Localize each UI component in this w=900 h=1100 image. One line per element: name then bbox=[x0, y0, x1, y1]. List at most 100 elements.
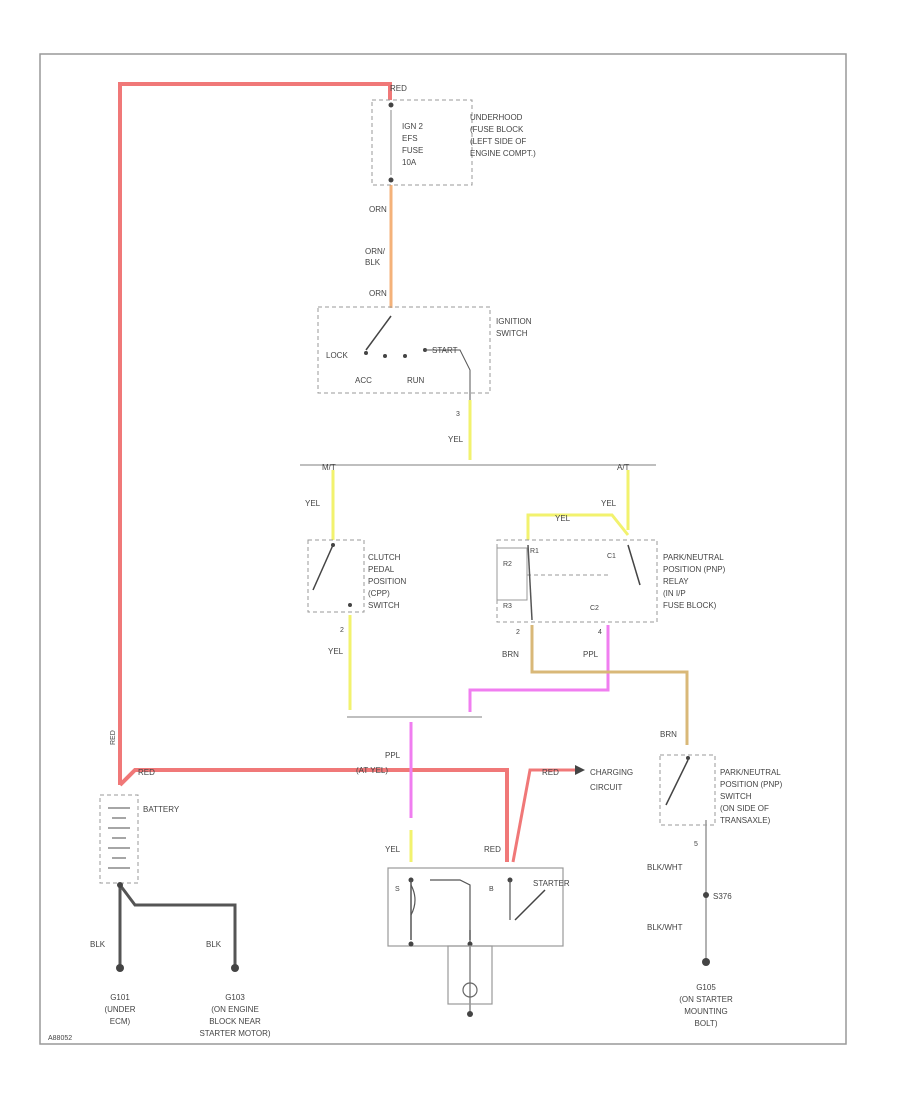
fuse-name-4: 10A bbox=[402, 158, 417, 167]
starter-pin-b: B bbox=[489, 886, 494, 893]
starter-motor-box bbox=[447, 945, 493, 1005]
ignition-switch-box bbox=[317, 306, 491, 394]
charging-title-2: CIRCUIT bbox=[590, 783, 623, 792]
ignition-pos-start: START bbox=[432, 346, 458, 355]
pnp-relay-pin-r2: R2 bbox=[503, 561, 512, 568]
g103-label-3: BLOCK NEAR bbox=[209, 1017, 261, 1026]
ground-g103 bbox=[231, 964, 239, 972]
pnp-relay-pin-left: 2 bbox=[516, 629, 520, 636]
pnp-relay-pin-r1: R1 bbox=[530, 548, 539, 555]
wire-label-at-yel: (AT YEL) bbox=[356, 766, 388, 775]
wire-label-orn-lower: ORN bbox=[369, 289, 387, 298]
pnp-switch-pin: 5 bbox=[694, 841, 698, 848]
clutch-terminal-bottom bbox=[348, 603, 352, 607]
g103-label-1: G103 bbox=[225, 993, 245, 1002]
wire-label-yel-relay: YEL bbox=[555, 514, 571, 523]
fuse-terminal-top bbox=[388, 102, 394, 108]
wire-label-brn-pnp: BRN bbox=[660, 730, 677, 739]
splice-s376 bbox=[703, 892, 709, 898]
g103-label-2: (ON ENGINE bbox=[211, 1005, 259, 1014]
starter-contact-arm bbox=[514, 889, 546, 921]
wire-purple bbox=[468, 625, 610, 712]
starter-motor-symbol bbox=[462, 982, 478, 998]
ground-g101 bbox=[116, 964, 124, 972]
ignition-switch-arm bbox=[365, 315, 392, 351]
pnp-relay-title-3: RELAY bbox=[663, 577, 689, 586]
wire-label-red-charging: RED bbox=[542, 768, 559, 777]
pnp-relay-coil bbox=[496, 547, 528, 601]
wire-label-ppl-junction: PPL bbox=[385, 751, 401, 760]
fuse-name-1: IGN 2 bbox=[402, 122, 423, 131]
g101-label-1: G101 bbox=[110, 993, 130, 1002]
ignition-pin: 3 bbox=[456, 411, 460, 418]
pnp-relay-title-1: PARK/NEUTRAL bbox=[663, 553, 724, 562]
pnp-relay-title-5: FUSE BLOCK) bbox=[663, 601, 717, 610]
battery-neg-terminal bbox=[117, 882, 123, 888]
ignition-contact-acc bbox=[383, 354, 387, 358]
clutch-title-1: CLUTCH bbox=[368, 553, 401, 562]
label-mt: M/T bbox=[322, 463, 336, 472]
pnp-relay-coil-lead bbox=[527, 544, 533, 621]
pnp-switch-title-1: PARK/NEUTRAL bbox=[720, 768, 781, 777]
wire-label-orn-blk-2: BLK bbox=[365, 258, 381, 267]
pnp-switch-title-2: POSITION (PNP) bbox=[720, 780, 783, 789]
wire-red-main bbox=[118, 82, 392, 785]
starter-title: STARTER bbox=[533, 879, 570, 888]
label-at: A/T bbox=[617, 463, 630, 472]
ground-g105 bbox=[702, 958, 710, 966]
wire-label-yel-ign: YEL bbox=[448, 435, 464, 444]
pnp-relay-contact-arm bbox=[627, 544, 641, 586]
clutch-terminal-top bbox=[331, 543, 335, 547]
wire-label-orn-blk-1: ORN/ bbox=[365, 247, 386, 256]
wire-label-yel-starter: YEL bbox=[385, 845, 401, 854]
battery-cells bbox=[108, 807, 130, 869]
splice-label: S376 bbox=[713, 892, 732, 901]
wire-label-yel-at-top: YEL bbox=[601, 499, 617, 508]
clutch-title-5: SWITCH bbox=[368, 601, 400, 610]
fuse-terminal-bottom bbox=[388, 177, 394, 183]
wire-label-red-starter: RED bbox=[484, 845, 501, 854]
ignition-pos-run: RUN bbox=[407, 376, 425, 385]
g105-label-4: BOLT) bbox=[695, 1019, 718, 1028]
wire-brown bbox=[530, 625, 689, 745]
wire-label-blk-g101: BLK bbox=[90, 940, 106, 949]
wire-label-orn-upper: ORN bbox=[369, 205, 387, 214]
pnp-relay-pin-r3: R3 bbox=[503, 603, 512, 610]
ignition-pos-lock: LOCK bbox=[326, 351, 348, 360]
starter-internal-link bbox=[430, 879, 471, 940]
fuse-name-3: FUSE bbox=[402, 146, 423, 155]
g105-label-1: G105 bbox=[696, 983, 716, 992]
pnp-switch-terminal bbox=[686, 756, 690, 760]
pnp-switch-arm bbox=[665, 759, 689, 806]
g105-label-2: (ON STARTER bbox=[679, 995, 733, 1004]
charging-arrow-icon bbox=[575, 765, 585, 775]
wire-label-red-vertical: RED bbox=[110, 730, 117, 745]
clutch-title-2: PEDAL bbox=[368, 565, 395, 574]
fuse-block-title-3: (LEFT SIDE OF bbox=[470, 137, 526, 146]
pnp-relay-pin-c1: C1 bbox=[607, 553, 616, 560]
wire-label-red-main: RED bbox=[138, 768, 155, 777]
wire-label-brn-relay: BRN bbox=[502, 650, 519, 659]
pnp-relay-title-4: (IN I/P bbox=[663, 589, 686, 598]
pnp-switch-title-4: (ON SIDE OF bbox=[720, 804, 769, 813]
wire-label-yel-cpp: YEL bbox=[328, 647, 344, 656]
g103-label-4: STARTER MOTOR) bbox=[199, 1029, 270, 1038]
clutch-switch-arm bbox=[312, 544, 334, 591]
clutch-title-3: POSITION bbox=[368, 577, 406, 586]
fuse-name-2: EFS bbox=[402, 134, 418, 143]
starter-terminal-bottom-mid bbox=[467, 941, 473, 947]
fuse-block-box bbox=[371, 99, 473, 186]
g101-label-2: (UNDER bbox=[104, 1005, 135, 1014]
fuse-block-title-1: UNDERHOOD bbox=[470, 113, 523, 122]
ignition-contact-run bbox=[403, 354, 407, 358]
g101-label-3: ECM) bbox=[110, 1017, 131, 1026]
ignition-pos-acc: ACC bbox=[355, 376, 372, 385]
starter-pin-s: S bbox=[395, 886, 400, 893]
wire-label-ppl-relay: PPL bbox=[583, 650, 599, 659]
pnp-switch-box bbox=[659, 754, 716, 826]
g105-label-3: MOUNTING bbox=[684, 1007, 728, 1016]
starter-solenoid-coil bbox=[410, 884, 416, 916]
ground-starter bbox=[467, 1011, 473, 1017]
fuse-block-title-4: ENGINE COMPT.) bbox=[470, 149, 536, 158]
